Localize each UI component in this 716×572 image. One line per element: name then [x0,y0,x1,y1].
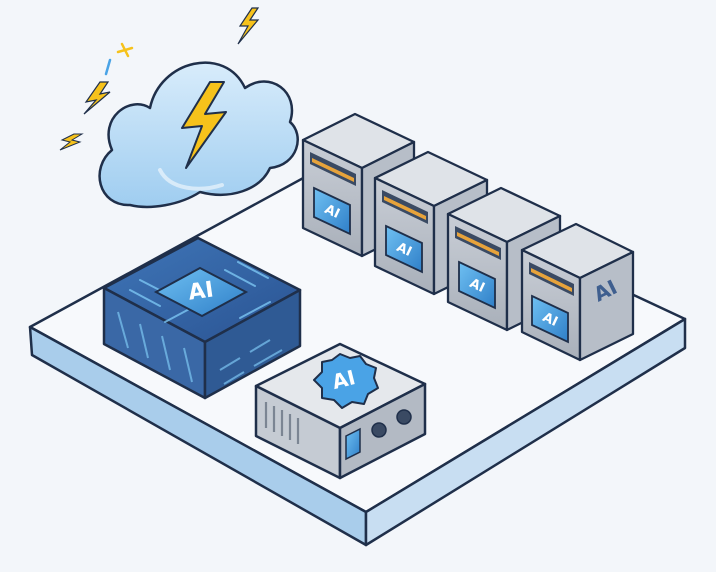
server-ai-label: AI [322,202,342,222]
server-ai-screen: AI [385,224,423,274]
edge-ai-badge: AI [313,353,379,409]
server-ai-screen: AI [313,186,351,236]
edge-ai-label: AI [330,365,358,394]
device-knob [396,409,412,425]
device-knob [371,422,387,438]
server-ai-label: AI [394,240,414,260]
chip-ai-badge: AI [153,266,249,318]
edge-device: AI [254,342,427,480]
spark-icon [83,81,111,115]
ai-chip-box: AI [102,236,302,400]
spark-icon [104,58,112,76]
server-ai-screen: AI [531,294,569,344]
spark-icon [116,42,134,58]
server-rack-4: AI AI [520,222,635,362]
server-ai-label: AI [467,276,487,296]
spark-icon [59,133,84,151]
spark-icon [237,7,260,45]
server-ai-label: AI [540,310,560,330]
device-side-screen [345,427,361,461]
chip-ai-label: AI [187,277,215,305]
cloud-lightning-icon [59,7,299,209]
server-ai-screen: AI [458,260,496,310]
lightning-bolt-icon [181,81,227,169]
